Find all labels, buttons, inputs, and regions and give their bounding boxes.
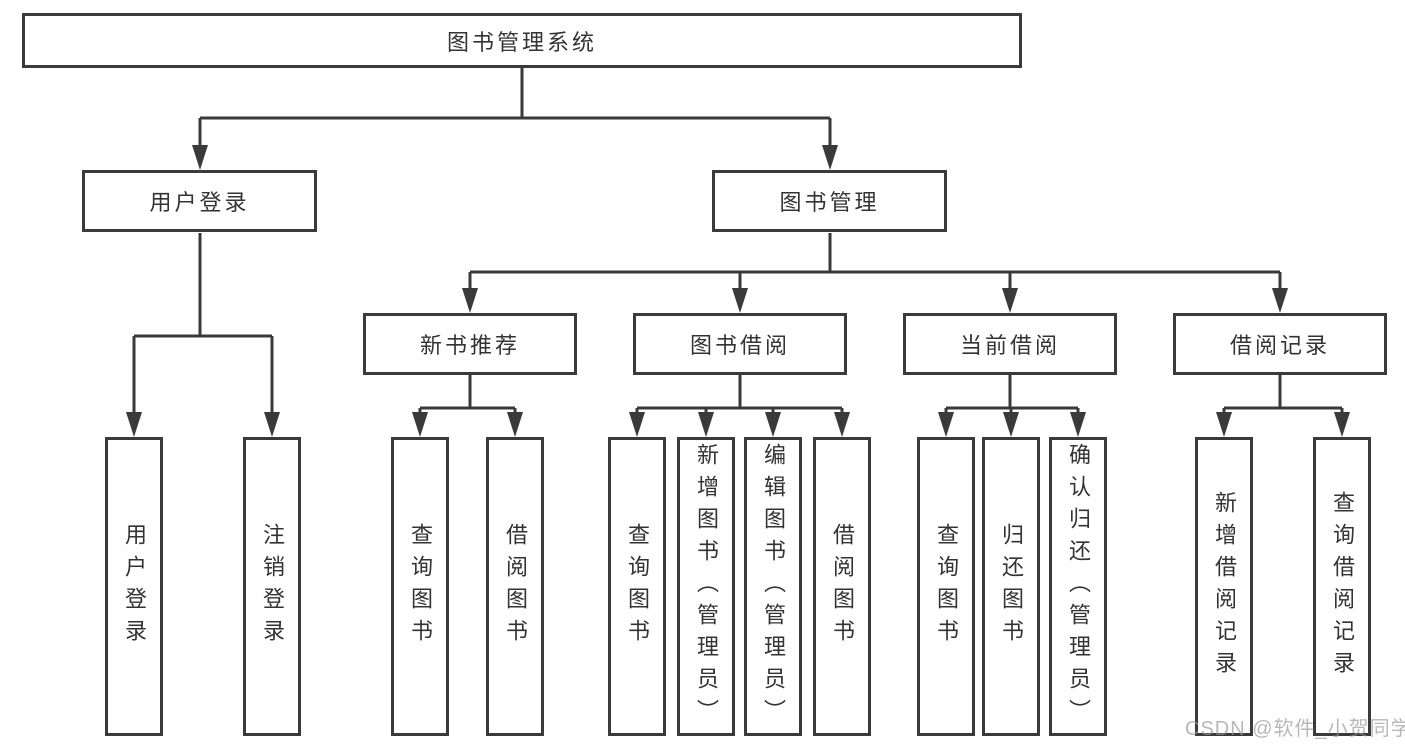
leaf-newbooks-query-books-label: 查询图书 bbox=[408, 522, 433, 651]
borrowing-to-leaves-arrowheads bbox=[629, 412, 850, 437]
leaf-newbooks-borrow-books-label: 借阅图书 bbox=[503, 522, 528, 651]
leaf-user-login: 用户登录 bbox=[105, 437, 163, 736]
leaf-newbooks-query-books: 查询图书 bbox=[391, 437, 449, 736]
leaf-logout: 注销登录 bbox=[243, 437, 301, 736]
node-new-book-recommendation: 新书推荐 bbox=[363, 313, 577, 375]
node-book-management-system: 图书管理系统 bbox=[22, 13, 1022, 68]
node-user-login: 用户登录 bbox=[82, 170, 317, 232]
leaf-borrowing-query-books-label: 查询图书 bbox=[625, 522, 650, 651]
userlogin-to-leaves-connector bbox=[132, 233, 274, 413]
leaf-logout-label: 注销登录 bbox=[260, 522, 285, 651]
node-book-borrowing: 图书借阅 bbox=[633, 313, 847, 375]
newbooks-to-leaves-arrowheads bbox=[412, 412, 523, 437]
leaf-current-confirm-return-admin: 确认归还（管理员） bbox=[1049, 437, 1107, 736]
csdn-watermark: CSDN @软件_小贺同学 bbox=[1185, 718, 1405, 740]
current-to-leaves-connector bbox=[944, 375, 1080, 414]
leaf-borrowing-edit-books-admin: 编辑图书（管理员） bbox=[744, 437, 802, 736]
leaf-newbooks-borrow-books: 借阅图书 bbox=[486, 437, 544, 736]
leaf-borrowing-borrow-books: 借阅图书 bbox=[813, 437, 871, 736]
bookmgmt-to-level3-arrowheads bbox=[462, 288, 1288, 313]
leaf-current-query-books-label: 查询图书 bbox=[934, 522, 959, 651]
records-to-leaves-arrowheads bbox=[1216, 412, 1350, 437]
leaf-borrowing-query-books: 查询图书 bbox=[608, 437, 666, 736]
userlogin-to-leaves-arrowheads bbox=[126, 412, 280, 437]
leaf-current-confirm-return-admin-label: 确认归还（管理员） bbox=[1066, 442, 1091, 731]
leaf-records-add-record-label: 新增借阅记录 bbox=[1212, 490, 1237, 683]
newbooks-to-leaves-connector bbox=[418, 375, 517, 414]
leaf-borrowing-edit-books-admin-label: 编辑图书（管理员） bbox=[761, 442, 786, 731]
leaf-records-query-record-label: 查询借阅记录 bbox=[1330, 490, 1355, 683]
leaf-borrowing-add-books-admin: 新增图书（管理员） bbox=[677, 437, 735, 736]
leaf-current-return-books: 归还图书 bbox=[982, 437, 1040, 736]
leaf-user-login-label: 用户登录 bbox=[122, 522, 147, 651]
leaf-borrowing-add-books-admin-label: 新增图书（管理员） bbox=[694, 442, 719, 731]
root-to-level2-arrowheads bbox=[192, 145, 838, 170]
leaf-records-add-record: 新增借阅记录 bbox=[1195, 437, 1253, 736]
node-book-management: 图书管理 bbox=[712, 170, 947, 232]
root-to-level2-connector bbox=[198, 68, 832, 146]
bookmgmt-to-level3-connector bbox=[468, 233, 1282, 289]
current-to-leaves-arrowheads bbox=[938, 412, 1086, 437]
node-borrowing-records: 借阅记录 bbox=[1173, 313, 1387, 375]
node-current-borrowing: 当前借阅 bbox=[903, 313, 1117, 375]
leaf-borrowing-borrow-books-label: 借阅图书 bbox=[830, 522, 855, 651]
leaf-records-query-record: 查询借阅记录 bbox=[1313, 437, 1371, 736]
leaf-current-return-books-label: 归还图书 bbox=[999, 522, 1024, 651]
borrowing-to-leaves-connector bbox=[635, 375, 844, 414]
leaf-current-query-books: 查询图书 bbox=[917, 437, 975, 736]
records-to-leaves-connector bbox=[1222, 375, 1344, 414]
